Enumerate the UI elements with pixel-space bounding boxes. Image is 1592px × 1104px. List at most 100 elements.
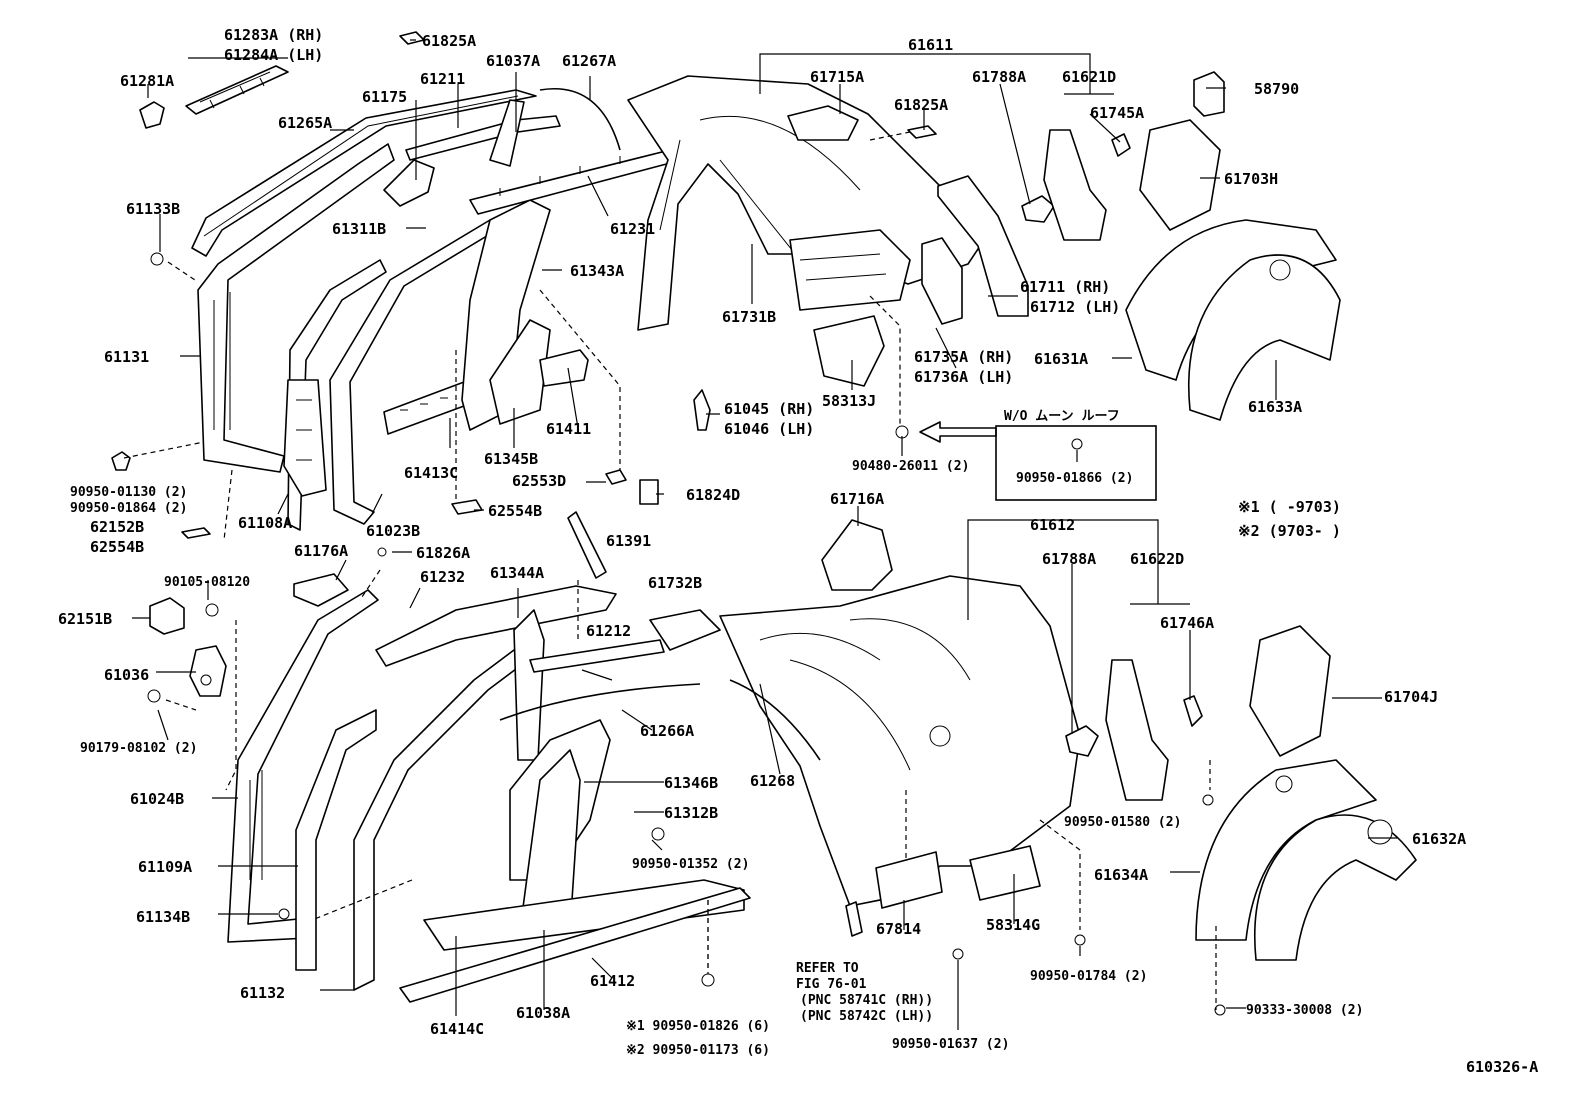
label-61788A-bot: 61788A: [1042, 550, 1096, 568]
label-61824D: 61824D: [686, 486, 740, 504]
label-90950-01826: ※1 90950-01826 (6): [626, 1019, 770, 1034]
label-61109A: 61109A: [138, 858, 192, 876]
label-refer-4: (PNC 58742C (LH)): [800, 1009, 933, 1024]
label-62554B-mid: 62554B: [488, 502, 542, 520]
upper-right-assembly: [627, 53, 1341, 456]
lower-left-assembly: [132, 547, 751, 1016]
label-61281A: 61281A: [120, 72, 174, 90]
label-90950-01173: ※2 90950-01173 (6): [626, 1043, 770, 1058]
label-62152B: 62152B: [90, 518, 144, 536]
label-61391: 61391: [606, 532, 651, 550]
label-61736A: 61736A (LH): [914, 368, 1013, 386]
label-61633A: 61633A: [1248, 398, 1302, 416]
label-90333-30008: 90333-30008 (2): [1246, 1003, 1363, 1018]
part-labels: 61283A (RH) 61284A (LH) 61825A 61281A 61…: [58, 26, 1538, 1076]
label-61283A: 61283A (RH): [224, 26, 323, 44]
label-58313J: 58313J: [822, 392, 876, 410]
label-61632A: 61632A: [1412, 830, 1466, 848]
label-refer-3: (PNC 58741C (RH)): [800, 993, 933, 1008]
label-90950-01784: 90950-01784 (2): [1030, 969, 1147, 984]
note-1: ※1 ( -9703): [1238, 498, 1341, 516]
label-90950-01352: 90950-01352 (2): [632, 857, 749, 872]
label-61825A-mid: 61825A: [894, 96, 948, 114]
note-2: ※2 (9703- ): [1238, 522, 1341, 540]
label-90950-01864: 90950-01864 (2): [70, 501, 187, 516]
label-61788A-top: 61788A: [972, 68, 1026, 86]
label-61212: 61212: [586, 622, 631, 640]
label-61133B: 61133B: [126, 200, 180, 218]
label-61046: 61046 (LH): [724, 420, 814, 438]
lower-right-assembly: [567, 506, 1417, 1030]
label-61023B: 61023B: [366, 522, 420, 540]
label-61731B: 61731B: [722, 308, 776, 326]
label-61715A: 61715A: [810, 68, 864, 86]
label-67814: 67814: [876, 920, 921, 938]
label-61038A: 61038A: [516, 1004, 570, 1022]
label-refer-2: FIG 76-01: [796, 977, 867, 992]
label-61745A: 61745A: [1090, 104, 1144, 122]
label-61346B: 61346B: [664, 774, 718, 792]
inset-without-moonroof: W/O ムーン ルーフ 90950-01866 (2): [995, 409, 1157, 501]
label-90950-01637: 90950-01637 (2): [892, 1037, 1009, 1052]
label-61411: 61411: [546, 420, 591, 438]
label-61284A: 61284A (LH): [224, 46, 323, 64]
label-61631A: 61631A: [1034, 350, 1088, 368]
label-61825A-top: 61825A: [422, 32, 476, 50]
label-61231: 61231: [610, 220, 655, 238]
label-61746A: 61746A: [1160, 614, 1214, 632]
label-61343A: 61343A: [570, 262, 624, 280]
label-61268: 61268: [750, 772, 795, 790]
label-90179-08102: 90179-08102 (2): [80, 741, 197, 756]
label-61134B: 61134B: [136, 908, 190, 926]
label-61312B: 61312B: [664, 804, 718, 822]
label-61131: 61131: [104, 348, 149, 366]
label-61711: 61711 (RH): [1020, 278, 1110, 296]
diagram-code: 610326-A: [1466, 1058, 1538, 1076]
label-61045: 61045 (RH): [724, 400, 814, 418]
label-61024B: 61024B: [130, 790, 184, 808]
label-61732B: 61732B: [648, 574, 702, 592]
upper-left-assembly: [111, 31, 675, 541]
label-61735A: 61735A (RH): [914, 348, 1013, 366]
label-61265A: 61265A: [278, 114, 332, 132]
label-58314G: 58314G: [986, 916, 1040, 934]
label-61611: 61611: [908, 36, 953, 54]
label-61345B: 61345B: [484, 450, 538, 468]
label-61108A: 61108A: [238, 514, 292, 532]
label-61716A: 61716A: [830, 490, 884, 508]
label-61132: 61132: [240, 984, 285, 1002]
label-61826A: 61826A: [416, 544, 470, 562]
label-61176A: 61176A: [294, 542, 348, 560]
label-90950-01580: 90950-01580 (2): [1064, 815, 1181, 830]
label-61414C: 61414C: [430, 1020, 484, 1038]
label-62151B: 62151B: [58, 610, 112, 628]
label-61412: 61412: [590, 972, 635, 990]
notes-legend: ※1 ( -9703) ※2 (9703- ): [1238, 498, 1341, 540]
label-61036: 61036: [104, 666, 149, 684]
label-61413C: 61413C: [404, 464, 458, 482]
label-61704J: 61704J: [1384, 688, 1438, 706]
label-61344A: 61344A: [490, 564, 544, 582]
label-61622D: 61622D: [1130, 550, 1184, 568]
label-61037A: 61037A: [486, 52, 540, 70]
label-61232: 61232: [420, 568, 465, 586]
inset-title: W/O ムーン ルーフ: [1004, 409, 1120, 424]
label-61703H: 61703H: [1224, 170, 1278, 188]
label-61311B: 61311B: [332, 220, 386, 238]
label-61634A: 61634A: [1094, 866, 1148, 884]
label-62553D: 62553D: [512, 472, 566, 490]
label-61175: 61175: [362, 88, 407, 106]
label-90480-26011: 90480-26011 (2): [852, 459, 969, 474]
label-90105-08120: 90105-08120: [164, 575, 250, 590]
inset-part-label: 90950-01866 (2): [1016, 471, 1133, 486]
label-61612: 61612: [1030, 516, 1075, 534]
label-61266A: 61266A: [640, 722, 694, 740]
inset-box: [995, 425, 1157, 501]
label-61712: 61712 (LH): [1030, 298, 1120, 316]
label-62554B-left: 62554B: [90, 538, 144, 556]
label-refer-1: REFER TO: [796, 961, 859, 976]
label-61267A: 61267A: [562, 52, 616, 70]
label-61621D: 61621D: [1062, 68, 1116, 86]
